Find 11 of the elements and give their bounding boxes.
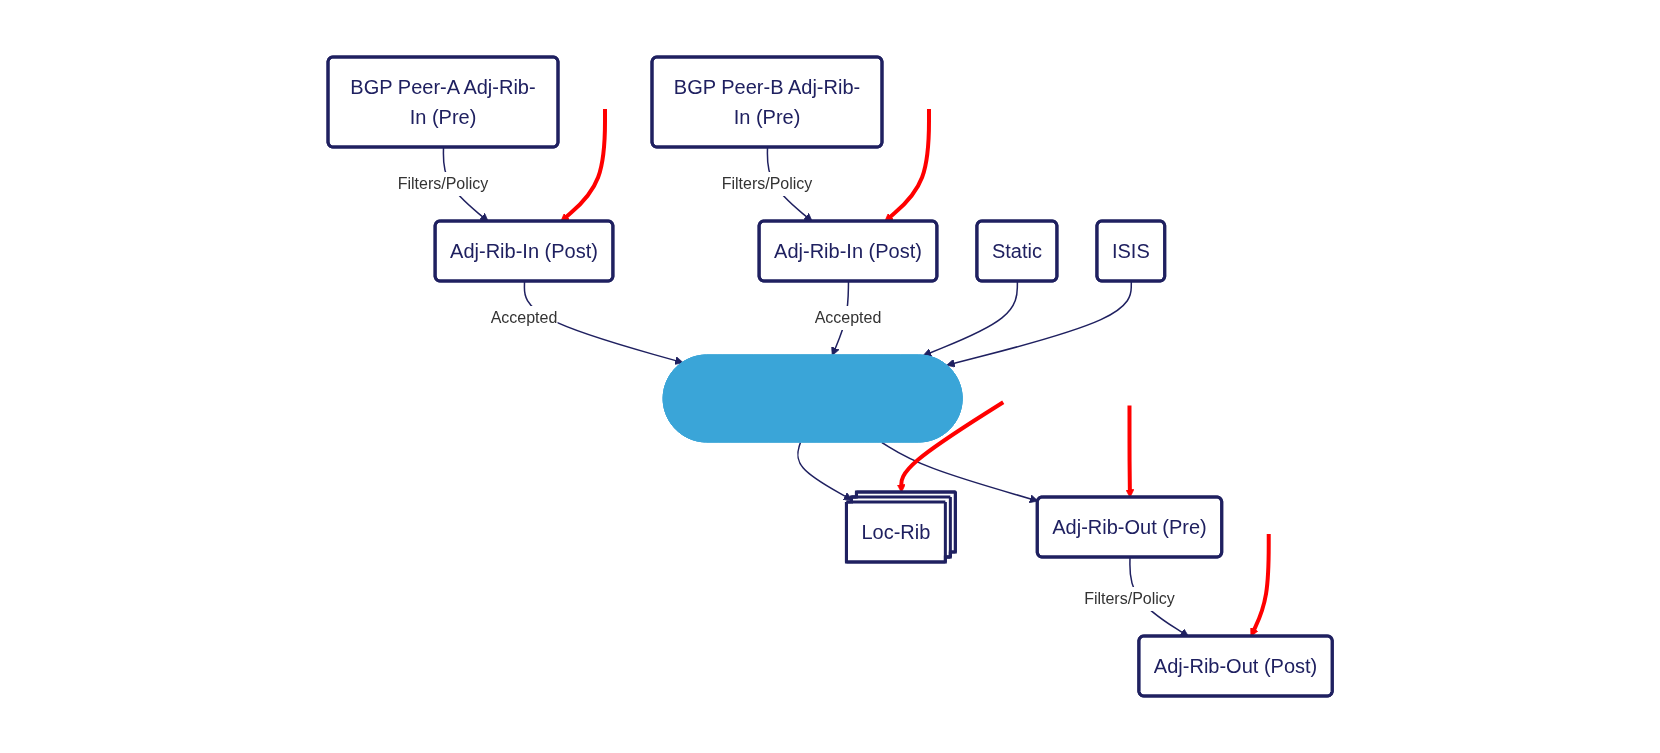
arrow: [560, 109, 607, 222]
edge-label: Filters/Policy: [1084, 589, 1175, 607]
arrow: [796, 441, 853, 501]
arrow: [946, 280, 1132, 368]
arrow: [884, 109, 931, 222]
edge-label: Filters/Policy: [397, 175, 489, 192]
edge-label: Filters/Policy: [721, 175, 813, 192]
edge-label: Accepted: [814, 308, 882, 326]
edge-label: Accepted: [490, 308, 558, 326]
arrow: [881, 441, 1039, 504]
arrow: [922, 280, 1019, 357]
